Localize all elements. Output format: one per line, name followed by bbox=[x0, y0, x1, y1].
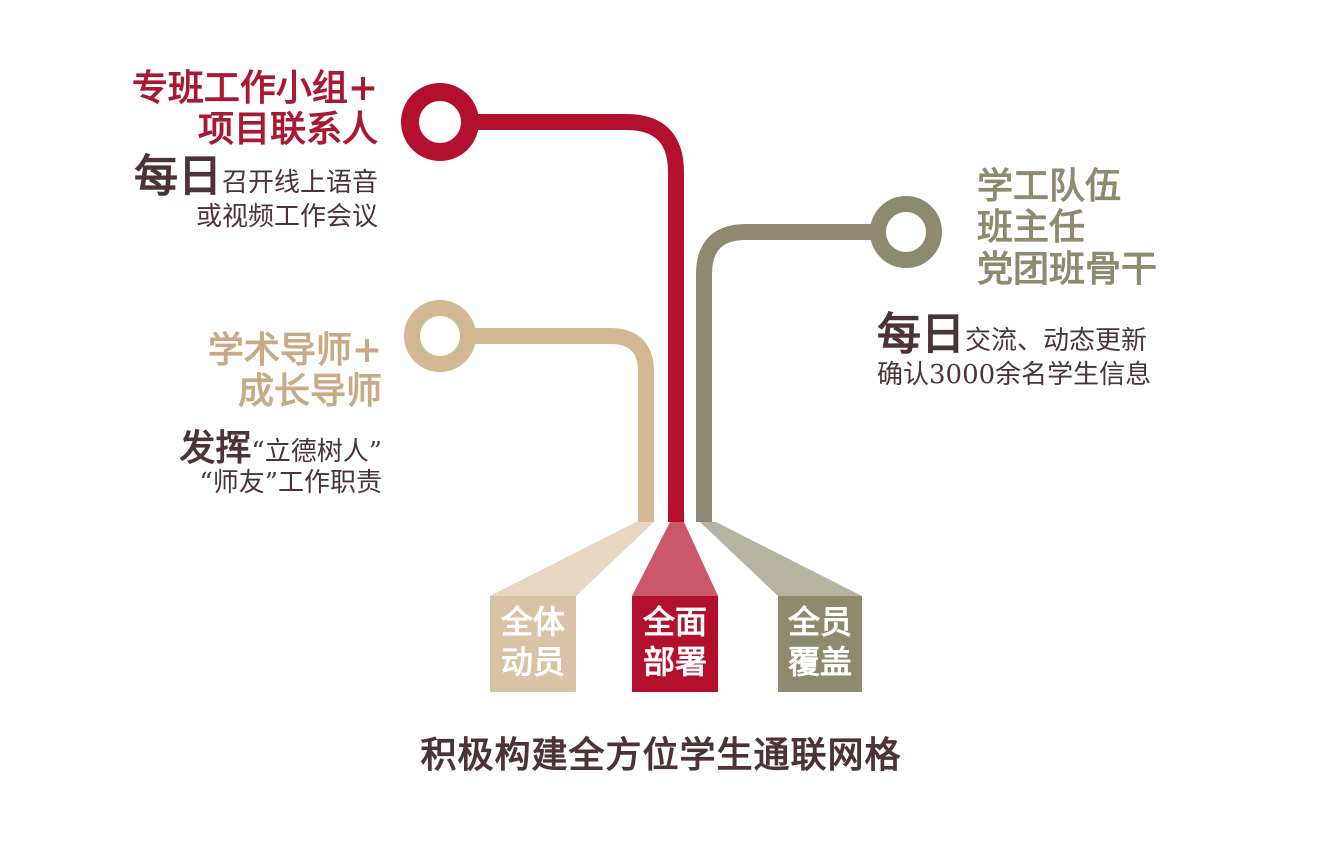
red-branch-heading: 专班工作小组+ 项目联系人 bbox=[131, 67, 378, 151]
box-red-line-2: 部署 bbox=[642, 643, 707, 681]
olive-daily-label: 每日 bbox=[877, 309, 965, 360]
tan-branch-heading: 学术导师+ 成长导师 bbox=[207, 329, 382, 413]
olive-branch-heading: 学工队伍 班主任 党团班骨干 bbox=[977, 165, 1158, 290]
red-branch-description: 每日召开线上语音 或视频工作会议 bbox=[133, 151, 378, 232]
red-branch-line bbox=[466, 114, 684, 522]
red-daily-line-2: 或视频工作会议 bbox=[195, 201, 378, 232]
olive-daily-line-2: 确认3000余名学生信息 bbox=[877, 359, 1152, 390]
olive-branch-description: 每日交流、动态更新 确认3000余名学生信息 bbox=[877, 309, 1152, 390]
tan-node bbox=[404, 300, 476, 372]
olive-daily-line-1: 交流、动态更新 bbox=[965, 326, 1148, 356]
box-olive-line-1: 全员 bbox=[787, 603, 852, 641]
red-heading-line-1: 专班工作小组+ bbox=[131, 67, 378, 109]
olive-heading-line-1: 学工队伍 bbox=[977, 165, 1122, 207]
box-full-deploy: 全面 部署 bbox=[632, 596, 718, 692]
box-tan-line-1: 全体 bbox=[500, 603, 565, 641]
red-heading-line-2: 项目联系人 bbox=[197, 108, 378, 151]
box-tan-line-2: 动员 bbox=[500, 643, 565, 681]
box-full-coverage: 全员 覆盖 bbox=[778, 596, 862, 692]
box-all-mobilize: 全体 动员 bbox=[490, 596, 576, 692]
tan-funnel bbox=[490, 522, 654, 596]
tan-desc-label: 发挥 bbox=[179, 427, 252, 469]
red-node bbox=[401, 83, 479, 161]
tan-desc-line-2: “师友”工作职责 bbox=[199, 468, 382, 499]
olive-branch-line bbox=[696, 224, 880, 522]
olive-heading-line-3: 党团班骨干 bbox=[977, 247, 1158, 290]
box-red-line-1: 全面 bbox=[642, 603, 707, 641]
olive-node bbox=[870, 196, 942, 268]
tan-branch-description: 发挥“立德树人” “师友”工作职责 bbox=[179, 427, 382, 499]
red-funnel bbox=[632, 522, 718, 596]
red-daily-label: 每日 bbox=[133, 151, 222, 202]
tan-heading-line-2: 成长导师 bbox=[237, 370, 382, 413]
tan-desc-line-1: “立德树人” bbox=[251, 437, 382, 467]
tan-heading-line-1: 学术导师+ bbox=[207, 329, 382, 371]
diagram-caption: 积极构建全方位学生通联网格 bbox=[420, 734, 902, 776]
box-olive-line-2: 覆盖 bbox=[787, 643, 852, 681]
olive-funnel bbox=[700, 522, 862, 596]
olive-heading-line-2: 班主任 bbox=[977, 206, 1086, 249]
red-daily-line-1: 召开线上语音 bbox=[221, 168, 378, 198]
tan-branch-line bbox=[466, 328, 654, 522]
